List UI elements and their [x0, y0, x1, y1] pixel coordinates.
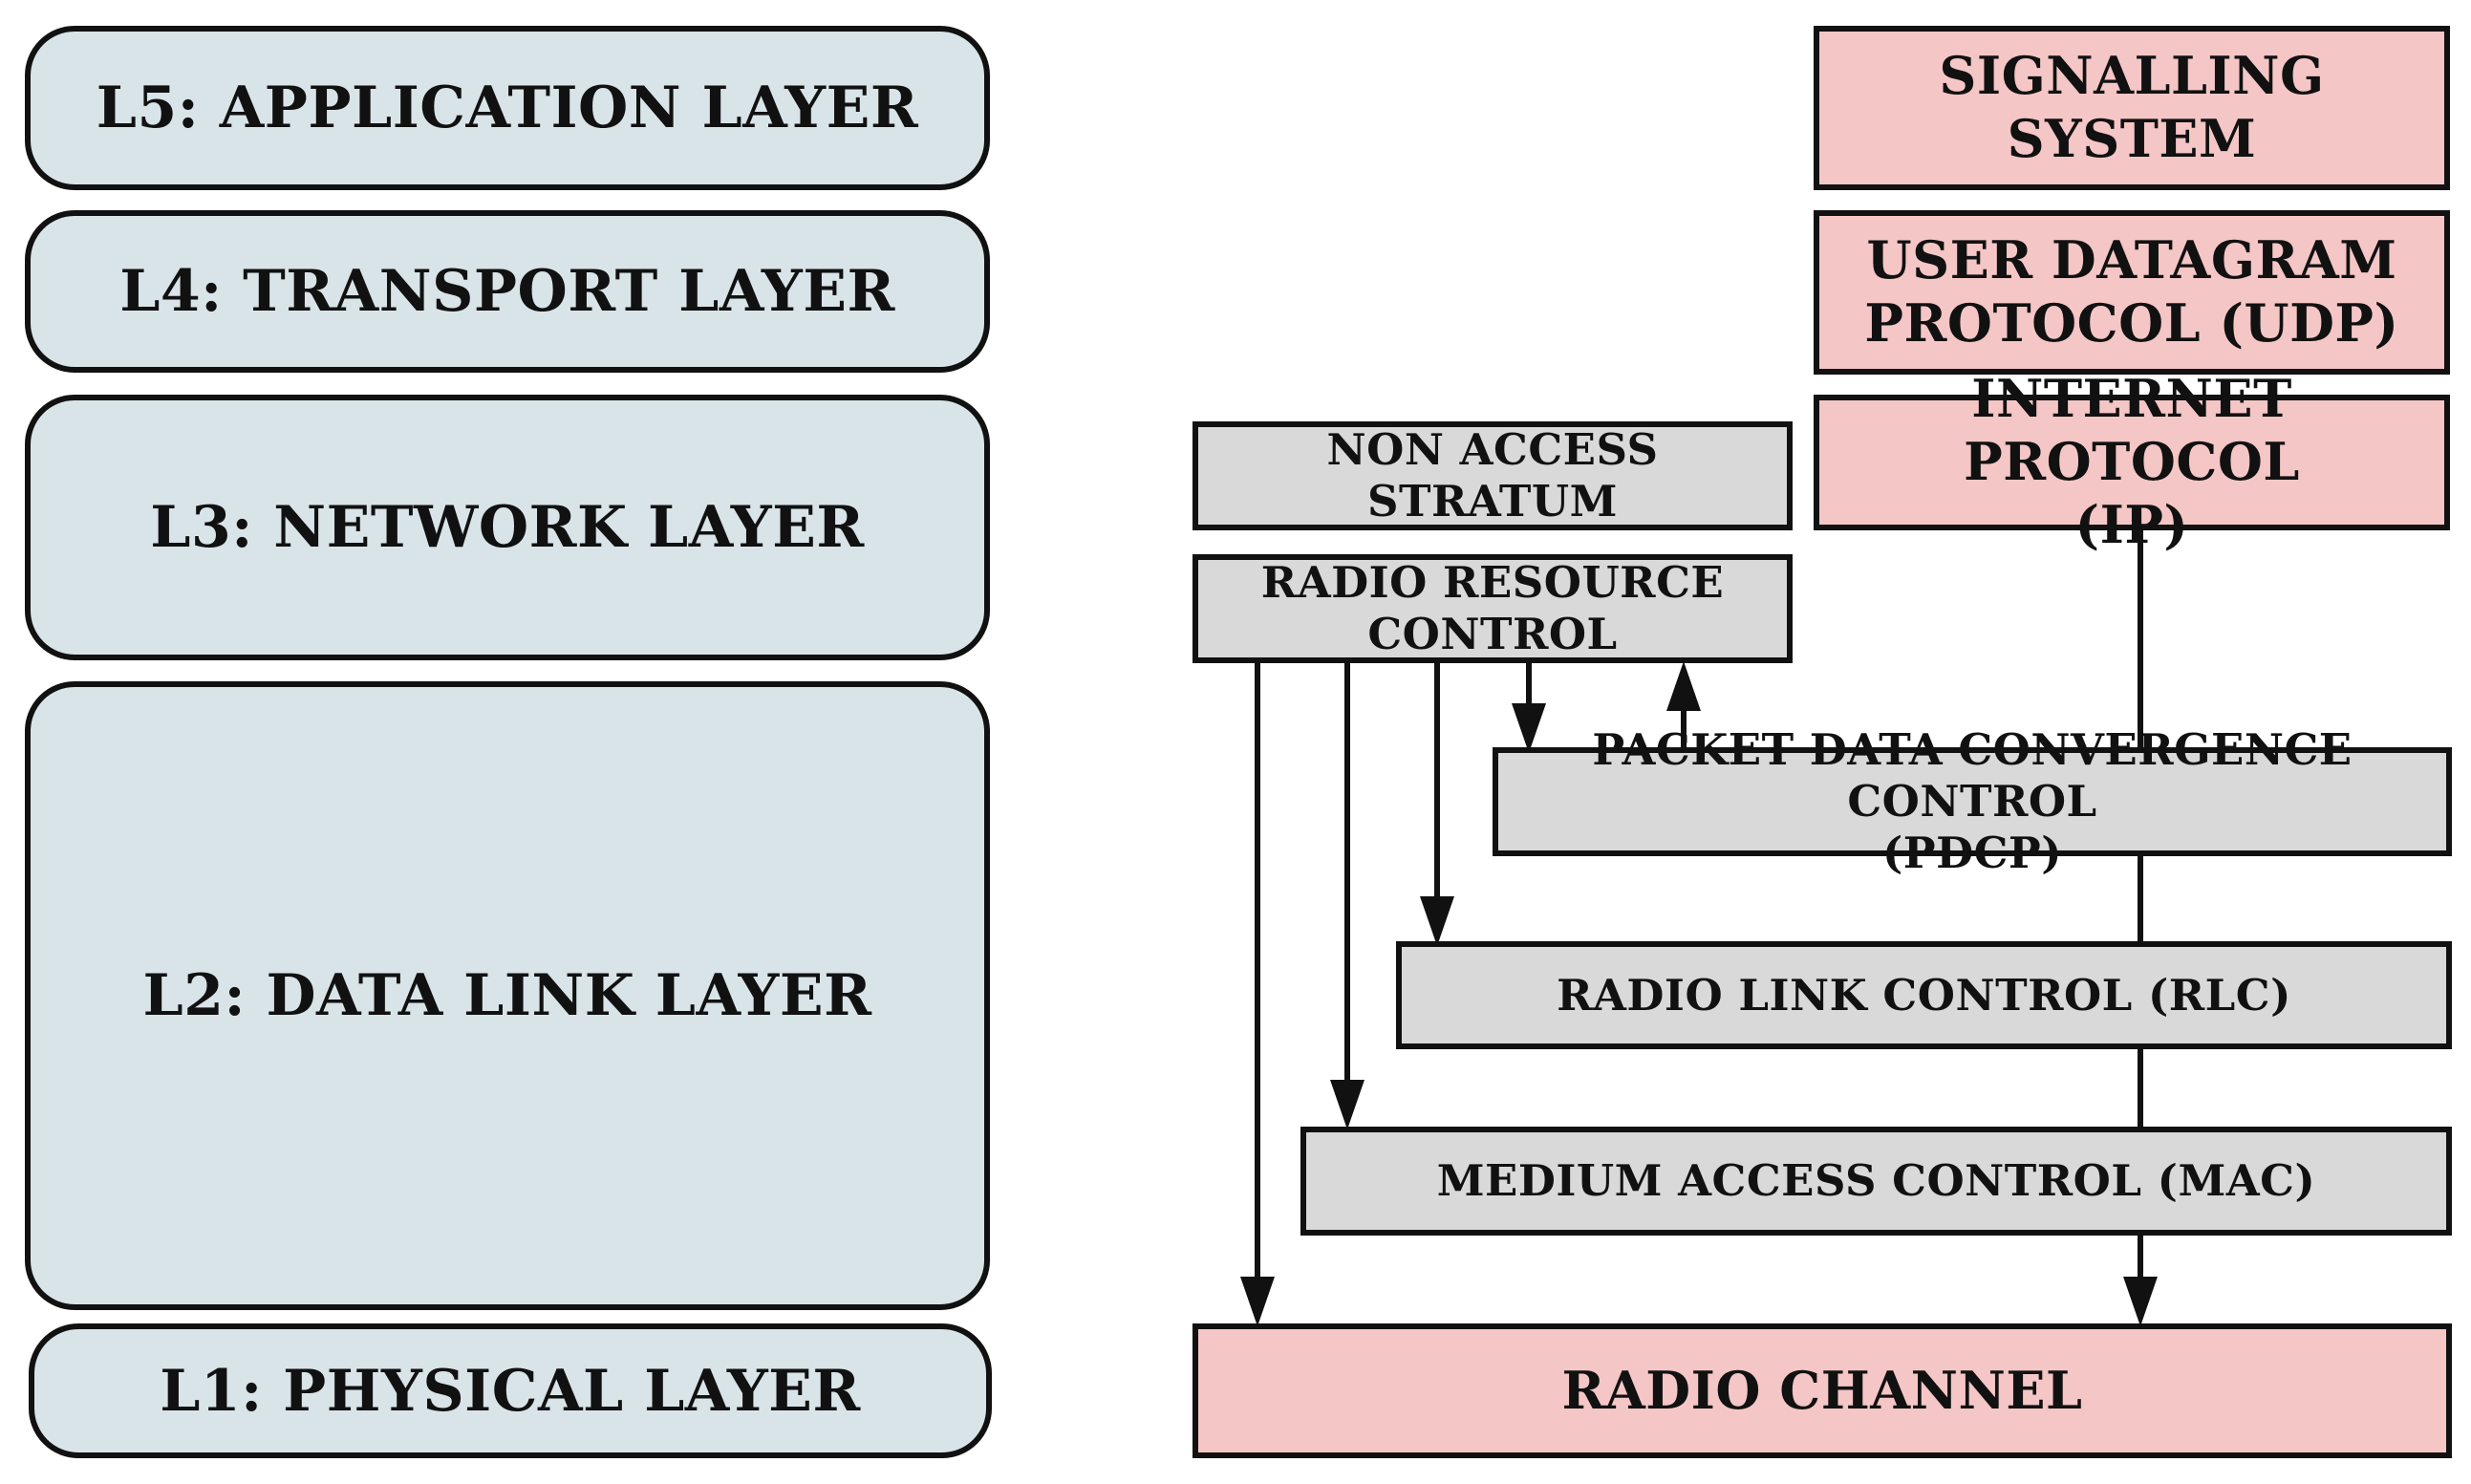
rlc-label: RADIO LINK CONTROL (RLC) [1557, 969, 2291, 1021]
ip-box: INTERNET PROTOCOL (IP) [1814, 368, 2450, 555]
transport-layer-label: L4: TRANSPORT LAYER [119, 258, 895, 325]
physical-layer: L1: PHYSICAL LAYER [29, 1323, 992, 1458]
arrowhead-pdcp [1512, 703, 1546, 753]
udp-box: USER DATAGRAM PROTOCOL (UDP) [1814, 210, 2450, 375]
radio-resource-control-label: RADIO RESOURCE CONTROL [1260, 557, 1725, 659]
network-layer: L3: NETWORK LAYER [25, 395, 990, 660]
signalling-system-label: SIGNALLING SYSTEM [1939, 45, 2325, 169]
radio-resource-control-box: RADIO RESOURCE CONTROL [1193, 554, 1793, 663]
arrowhead-channel-right [2123, 1277, 2158, 1326]
non-access-stratum-box: NON ACCESS STRATUM [1193, 421, 1793, 530]
radio-channel-box: RADIO CHANNEL [1193, 1323, 2452, 1458]
rlc-box: RADIO LINK CONTROL (RLC) [1396, 941, 2452, 1049]
arrowhead-channel-left [1240, 1277, 1275, 1326]
radio-channel-label: RADIO CHANNEL [1561, 1359, 2083, 1421]
ip-label: INTERNET PROTOCOL (IP) [1964, 368, 2300, 555]
signalling-system-box: SIGNALLING SYSTEM [1814, 26, 2450, 190]
pdcp-label: PACKET DATA CONVERGENCE CONTROL (PDCP) [1592, 724, 2353, 878]
network-layer-label: L3: NETWORK LAYER [150, 494, 865, 561]
non-access-stratum-label: NON ACCESS STRATUM [1326, 424, 1659, 527]
arrowhead-rlc [1420, 896, 1454, 946]
data-link-layer-label: L2: DATA LINK LAYER [142, 962, 872, 1029]
arrowhead-rrc-up [1666, 661, 1701, 711]
physical-layer-label: L1: PHYSICAL LAYER [160, 1357, 861, 1425]
udp-label: USER DATAGRAM PROTOCOL (UDP) [1864, 229, 2399, 354]
mac-box: MEDIUM ACCESS CONTROL (MAC) [1300, 1127, 2452, 1236]
transport-layer: L4: TRANSPORT LAYER [25, 210, 990, 373]
mac-label: MEDIUM ACCESS CONTROL (MAC) [1436, 1155, 2316, 1206]
application-layer-label: L5: APPLICATION LAYER [96, 75, 919, 141]
arrowhead-mac [1330, 1080, 1364, 1129]
data-link-layer: L2: DATA LINK LAYER [25, 681, 990, 1310]
pdcp-box: PACKET DATA CONVERGENCE CONTROL (PDCP) [1493, 724, 2452, 878]
application-layer: L5: APPLICATION LAYER [25, 26, 990, 190]
